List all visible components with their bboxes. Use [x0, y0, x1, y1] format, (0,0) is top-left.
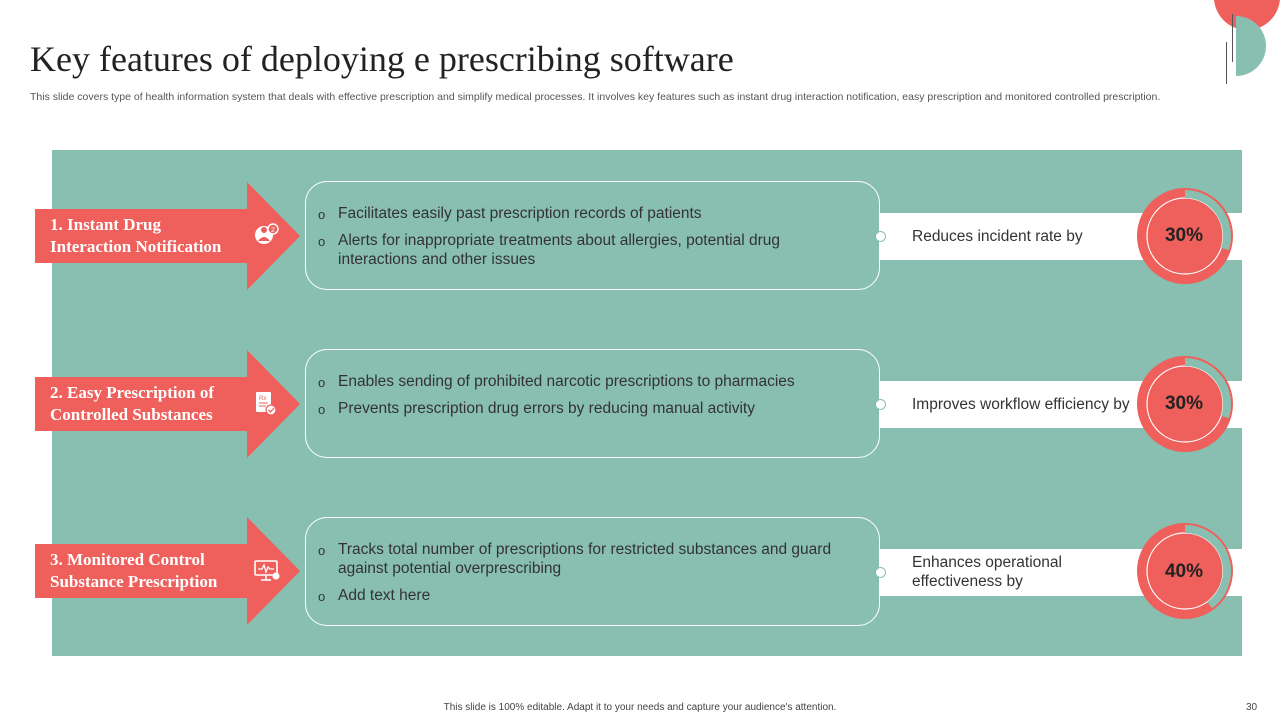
feature-label: 2. Easy Prescription of Controlled Subst… — [50, 383, 215, 424]
stat-label: Reduces incident rate by — [912, 228, 1083, 245]
svg-text:Rx: Rx — [259, 396, 266, 402]
stat-label: Improves workflow efficiency by — [912, 396, 1130, 413]
donut-base — [1137, 523, 1233, 619]
connector-dot — [875, 399, 886, 410]
monitor-heartbeat-icon — [254, 560, 280, 581]
feature-label: 3. Monitored Control Substance Prescript… — [50, 550, 218, 591]
feature-arrow: 1. Instant Drug Interaction Notification… — [35, 182, 300, 290]
stat-value: 30% — [1164, 225, 1204, 246]
stat-value: 40% — [1164, 561, 1204, 582]
stat-value: 30% — [1164, 393, 1204, 414]
feature-label: 1. Instant Drug Interaction Notification — [50, 215, 222, 256]
rx-prescription-icon: Rx — [256, 392, 277, 416]
drug-interaction-icon: 2 — [255, 223, 279, 244]
connector-dot — [875, 567, 886, 578]
page-subtitle: This slide covers type of health informa… — [30, 91, 1161, 103]
stat-label: Enhances operational effectiveness by — [912, 554, 1062, 590]
donut-base — [1137, 356, 1233, 452]
stat-donut — [1137, 356, 1233, 452]
donut-base — [1137, 188, 1233, 284]
donut-progress-arc — [1184, 190, 1231, 251]
donut-progress-arc — [1184, 525, 1231, 609]
page-title: Key features of deploying e prescribing … — [30, 39, 734, 79]
donut-progress-arc — [1184, 358, 1231, 419]
footer-note: This slide is 100% editable. Adapt it to… — [443, 702, 837, 713]
decorative-line — [1232, 14, 1233, 62]
feature-arrow: 3. Monitored Control Substance Prescript… — [35, 517, 300, 625]
decorative-line — [1226, 42, 1227, 84]
feature-arrow: 2. Easy Prescription of Controlled Subst… — [35, 350, 300, 458]
connector-dot — [875, 231, 886, 242]
stat-donut — [1137, 188, 1233, 284]
page-number: 30 — [1246, 702, 1258, 713]
svg-text:2: 2 — [271, 227, 275, 234]
stat-donut — [1137, 523, 1233, 619]
